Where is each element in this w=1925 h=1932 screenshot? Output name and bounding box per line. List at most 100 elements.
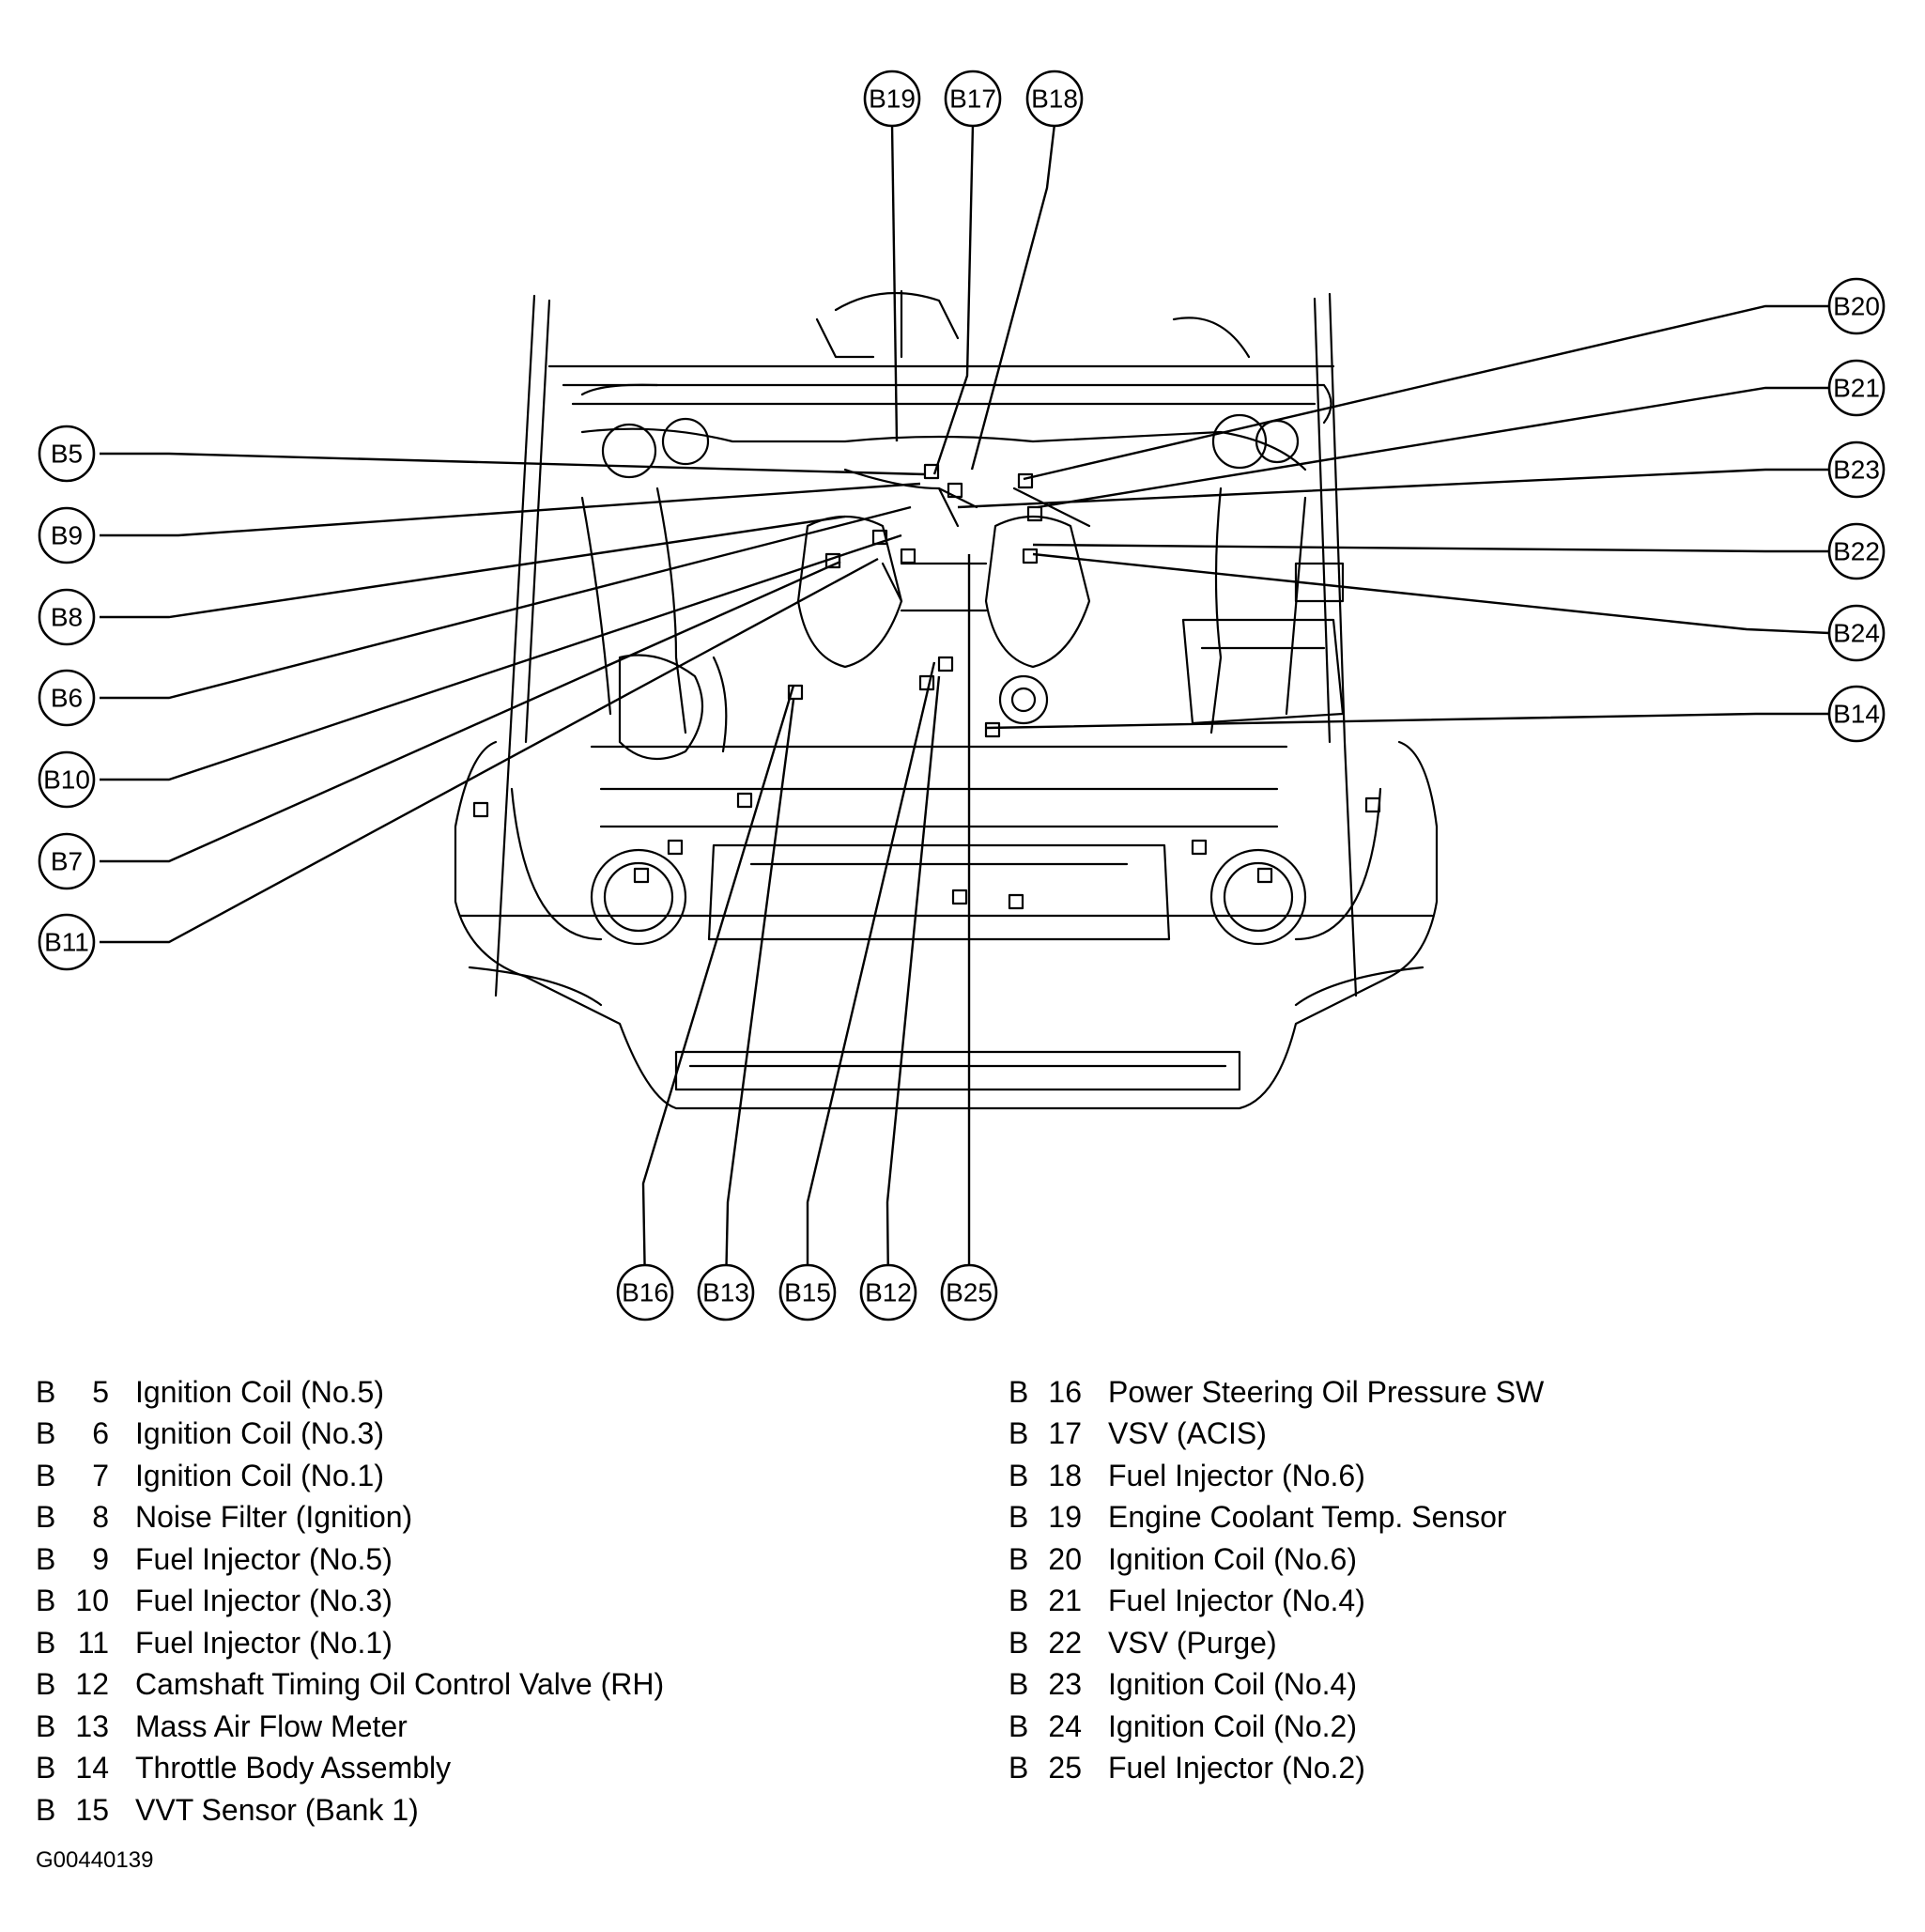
legend-prefix: B	[1009, 1416, 1029, 1451]
legend-number: 20	[1048, 1541, 1082, 1576]
callout-label: B18	[1031, 85, 1078, 114]
leader-B8	[100, 515, 846, 619]
legend-number: 11	[77, 1625, 109, 1660]
callout-label: B19	[869, 85, 916, 114]
legend-name: VSV (ACIS)	[1108, 1416, 1267, 1451]
legend-row: B 10 Fuel Injector (No.3)	[36, 1581, 664, 1623]
legend-number: 16	[1048, 1374, 1082, 1409]
callout-B5: B5	[38, 425, 96, 483]
legend-row: B 14 Throttle Body Assembly	[36, 1748, 664, 1790]
legend-name: Fuel Injector (No.6)	[1108, 1458, 1365, 1492]
callout-label: B24	[1833, 619, 1880, 648]
legend-name: Throttle Body Assembly	[135, 1751, 452, 1785]
legend-name: Ignition Coil (No.2)	[1108, 1708, 1357, 1743]
callout-label: B25	[946, 1278, 993, 1307]
legend-prefix: B	[36, 1458, 56, 1492]
leader-B10	[100, 533, 902, 781]
legend-number: 14	[75, 1751, 109, 1785]
legend-number: 9	[92, 1541, 109, 1576]
legend-prefix: B	[36, 1792, 56, 1827]
legend-number: 12	[75, 1667, 109, 1702]
callout-label: B23	[1833, 456, 1880, 485]
callout-B6: B6	[38, 669, 96, 727]
legend-name: Fuel Injector (No.3)	[135, 1584, 393, 1618]
legend-number: 7	[92, 1458, 109, 1492]
callout-B16: B16	[616, 1263, 674, 1321]
callout-label: B6	[51, 684, 83, 713]
leader-B11	[100, 557, 879, 944]
legend-number: 24	[1048, 1708, 1082, 1743]
legend-row: B 25 Fuel Injector (No.2)	[1009, 1748, 1544, 1790]
leader-B20	[1023, 304, 1829, 481]
legend-name: Fuel Injector (No.1)	[135, 1625, 393, 1660]
callout-label: B5	[51, 440, 83, 469]
callout-label: B22	[1833, 537, 1880, 566]
legend-name: Noise Filter (Ignition)	[135, 1500, 413, 1535]
legend-prefix: B	[1009, 1374, 1029, 1409]
legend-number: 25	[1048, 1751, 1082, 1785]
callout-B25: B25	[940, 1263, 998, 1321]
callout-label: B15	[784, 1278, 831, 1307]
callout-B10: B10	[38, 750, 96, 809]
legend-prefix: B	[1009, 1541, 1029, 1576]
leader-B17	[932, 123, 975, 475]
vehicle-outline	[454, 289, 1439, 1110]
legend-name: Camshaft Timing Oil Control Valve (RH)	[135, 1667, 665, 1702]
leader-lines	[100, 123, 1830, 1290]
callout-label: B17	[949, 85, 996, 114]
legend-name: Ignition Coil (No.3)	[135, 1416, 384, 1451]
callout-B20: B20	[1827, 277, 1886, 335]
leader-B12	[886, 675, 941, 1290]
leader-B21	[1037, 386, 1829, 509]
leader-B23	[957, 468, 1829, 509]
legend-prefix: B	[36, 1541, 56, 1576]
callout-label: B12	[865, 1278, 912, 1307]
legend-number: 23	[1048, 1667, 1082, 1702]
leader-B24	[1032, 552, 1830, 635]
leader-B16	[641, 685, 795, 1290]
legend-number: 21	[1048, 1584, 1082, 1618]
legend-name: Fuel Injector (No.2)	[1108, 1751, 1365, 1785]
leader-B7	[100, 560, 841, 863]
legend-name: Power Steering Oil Pressure SW	[1108, 1374, 1545, 1409]
leader-B22	[1032, 543, 1829, 553]
legend-row: B 13 Mass Air Flow Meter	[36, 1706, 664, 1748]
callout-label: B21	[1833, 374, 1880, 403]
legend-name: Fuel Injector (No.4)	[1108, 1584, 1365, 1618]
legend-prefix: B	[36, 1667, 56, 1702]
leader-B5	[100, 452, 926, 476]
legend-prefix: B	[36, 1416, 56, 1451]
legend-row: B 8 Noise Filter (Ignition)	[36, 1497, 664, 1539]
legend-prefix: B	[36, 1374, 56, 1409]
legend-number: 5	[92, 1374, 109, 1409]
callout-label: B8	[51, 603, 83, 632]
legend-number: 13	[75, 1708, 109, 1743]
callout-B15: B15	[778, 1263, 837, 1321]
legend-name: Ignition Coil (No.1)	[135, 1458, 384, 1492]
callout-label: B7	[51, 847, 83, 876]
legend-name: Ignition Coil (No.5)	[135, 1374, 384, 1409]
leader-B15	[806, 661, 936, 1289]
legend-prefix: B	[36, 1584, 56, 1618]
callout-B8: B8	[38, 588, 96, 646]
legend-prefix: B	[36, 1751, 56, 1785]
legend-name: VSV (Purge)	[1108, 1625, 1277, 1660]
legend-prefix: B	[1009, 1751, 1029, 1785]
callout-label: B14	[1833, 700, 1880, 729]
leader-B13	[724, 699, 795, 1290]
legend-number: 10	[75, 1584, 109, 1618]
legend-prefix: B	[36, 1500, 56, 1535]
legend-number: 8	[92, 1500, 109, 1535]
legend-prefix: B	[36, 1708, 56, 1743]
legend-name: Mass Air Flow Meter	[135, 1708, 408, 1743]
legend-name: VVT Sensor (Bank 1)	[135, 1792, 419, 1827]
